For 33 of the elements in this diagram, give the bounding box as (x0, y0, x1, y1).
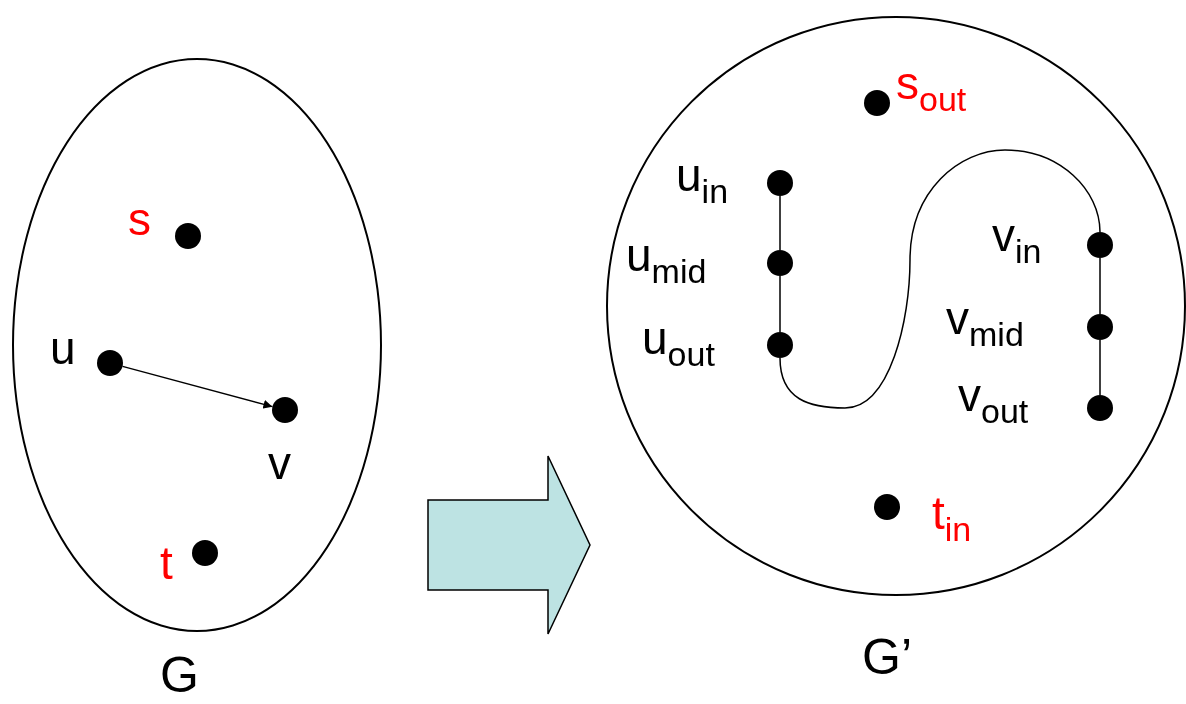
vertex-dot (175, 223, 201, 249)
vertex-dot (97, 350, 123, 376)
vertex-dot (767, 170, 793, 196)
vertex-label: v$_{out}$ (958, 372, 1029, 428)
vertex-dot (272, 397, 298, 423)
graph-name: G (160, 650, 199, 700)
vertex-label: u$_{out}$ (642, 315, 715, 371)
vertex-label: u$_{mid}$ (626, 232, 707, 288)
vertex-label: t (160, 540, 173, 586)
vertex-label: v$_{mid}$ (946, 295, 1024, 351)
vertex-dot (192, 540, 218, 566)
vertex-dot (864, 90, 890, 116)
arrow (121, 365, 274, 409)
vertex-label: t$_{in}$ (932, 490, 972, 546)
vertex-label: u$_{in}$ (676, 152, 729, 208)
vertex-label: s (128, 196, 151, 242)
edge-line (779, 149, 1101, 409)
vertex-dot (1087, 395, 1113, 421)
vertex-label: v (268, 440, 291, 486)
vertex-dot (767, 250, 793, 276)
vertex-label: v$_{in}$ (992, 212, 1042, 268)
edge-line (1099, 339, 1101, 396)
vertex-dot (874, 494, 900, 520)
vertex-dot (767, 332, 793, 358)
edge-line (779, 275, 781, 333)
edge-line (779, 195, 781, 251)
block-arrow (427, 455, 591, 635)
vertex-dot (1087, 232, 1113, 258)
graph-name: G’ (862, 632, 912, 682)
vertex-label: u (50, 325, 76, 371)
edge-line (1099, 257, 1101, 315)
vertex-label: s$_{out}$ (896, 60, 967, 116)
vertex-dot (1087, 314, 1113, 340)
